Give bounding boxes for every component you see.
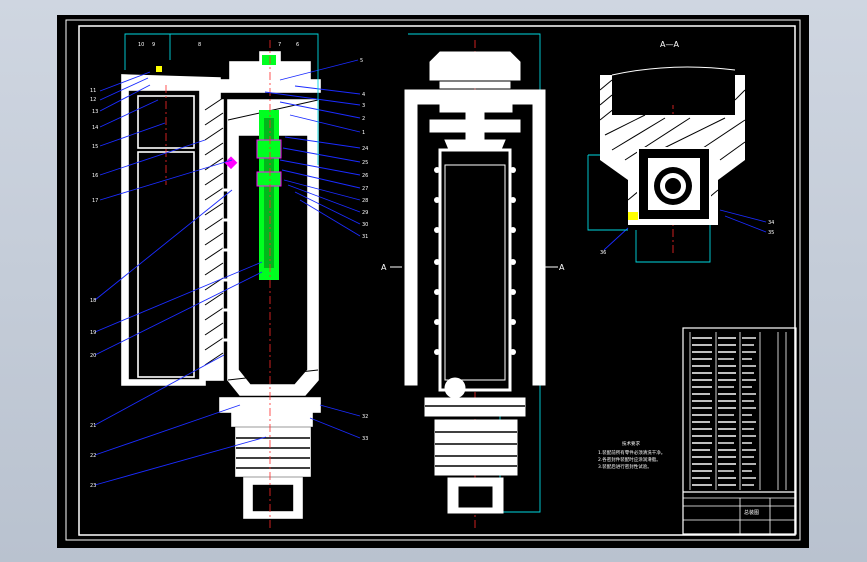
svg-text:11: 11 xyxy=(90,88,96,94)
notes-line-2: 2.各密封件装配时应涂润滑脂。 xyxy=(598,456,661,463)
svg-text:26: 26 xyxy=(362,173,368,179)
svg-text:35: 35 xyxy=(768,230,774,236)
side-view xyxy=(404,51,546,514)
svg-text:33: 33 xyxy=(362,436,368,442)
leader-lines xyxy=(94,59,767,486)
parts-list-rows xyxy=(692,337,756,486)
svg-text:3: 3 xyxy=(362,103,365,109)
title-block-drawing-name: 总装图 xyxy=(744,509,759,516)
side-view-valve-lines xyxy=(425,405,525,467)
svg-text:8: 8 xyxy=(198,42,201,48)
notes-line-3: 3.装配后进行密封性试验。 xyxy=(598,463,652,470)
svg-text:16: 16 xyxy=(92,173,98,179)
svg-text:23: 23 xyxy=(90,483,96,489)
cut-marker-right: A xyxy=(559,263,565,272)
svg-text:19: 19 xyxy=(90,330,96,336)
svg-text:31: 31 xyxy=(362,234,368,240)
svg-text:27: 27 xyxy=(362,186,368,192)
svg-text:13: 13 xyxy=(92,109,98,115)
svg-text:1: 1 xyxy=(362,130,365,136)
top-marker xyxy=(156,66,162,72)
svg-text:25: 25 xyxy=(362,160,368,166)
svg-text:4: 4 xyxy=(362,92,365,98)
svg-text:18: 18 xyxy=(90,298,96,304)
svg-text:12: 12 xyxy=(90,97,96,103)
dimension-lines xyxy=(124,33,711,513)
svg-text:22: 22 xyxy=(90,453,96,459)
svg-text:2: 2 xyxy=(362,116,365,122)
sheet-border-inner xyxy=(78,25,796,536)
notes-line-1: 1.装配前所有零件必须清洗干净。 xyxy=(598,449,665,456)
svg-text:20: 20 xyxy=(90,353,96,359)
svg-text:17: 17 xyxy=(92,198,98,204)
technical-notes: 技术要求 1.装配前所有零件必须清洗干净。 2.各密封件装配时应涂润滑脂。 3.… xyxy=(598,440,665,470)
svg-text:28: 28 xyxy=(362,198,368,204)
main-section-view xyxy=(121,51,321,519)
svg-text:30: 30 xyxy=(362,222,368,228)
svg-text:7: 7 xyxy=(278,42,281,48)
svg-text:9: 9 xyxy=(152,42,155,48)
svg-text:32: 32 xyxy=(362,414,368,420)
svg-text:24: 24 xyxy=(362,146,368,152)
notes-title: 技术要求 xyxy=(622,440,640,447)
section-aa-view xyxy=(599,66,746,225)
sheet-border-outer xyxy=(65,19,801,541)
side-view-knobs xyxy=(434,167,516,355)
svg-text:14: 14 xyxy=(92,125,98,131)
svg-text:36: 36 xyxy=(600,250,606,256)
svg-text:29: 29 xyxy=(362,210,368,216)
seal-marker xyxy=(224,156,238,170)
svg-text:15: 15 xyxy=(92,144,98,150)
cut-marker-left: A xyxy=(381,263,387,272)
svg-text:21: 21 xyxy=(90,423,96,429)
parts-list-table xyxy=(682,327,797,535)
svg-text:10: 10 xyxy=(138,42,144,48)
svg-text:5: 5 xyxy=(360,58,363,64)
section-label: A—A xyxy=(660,40,679,49)
svg-text:6: 6 xyxy=(296,42,299,48)
piston-rod xyxy=(256,55,282,280)
svg-text:34: 34 xyxy=(768,220,774,226)
